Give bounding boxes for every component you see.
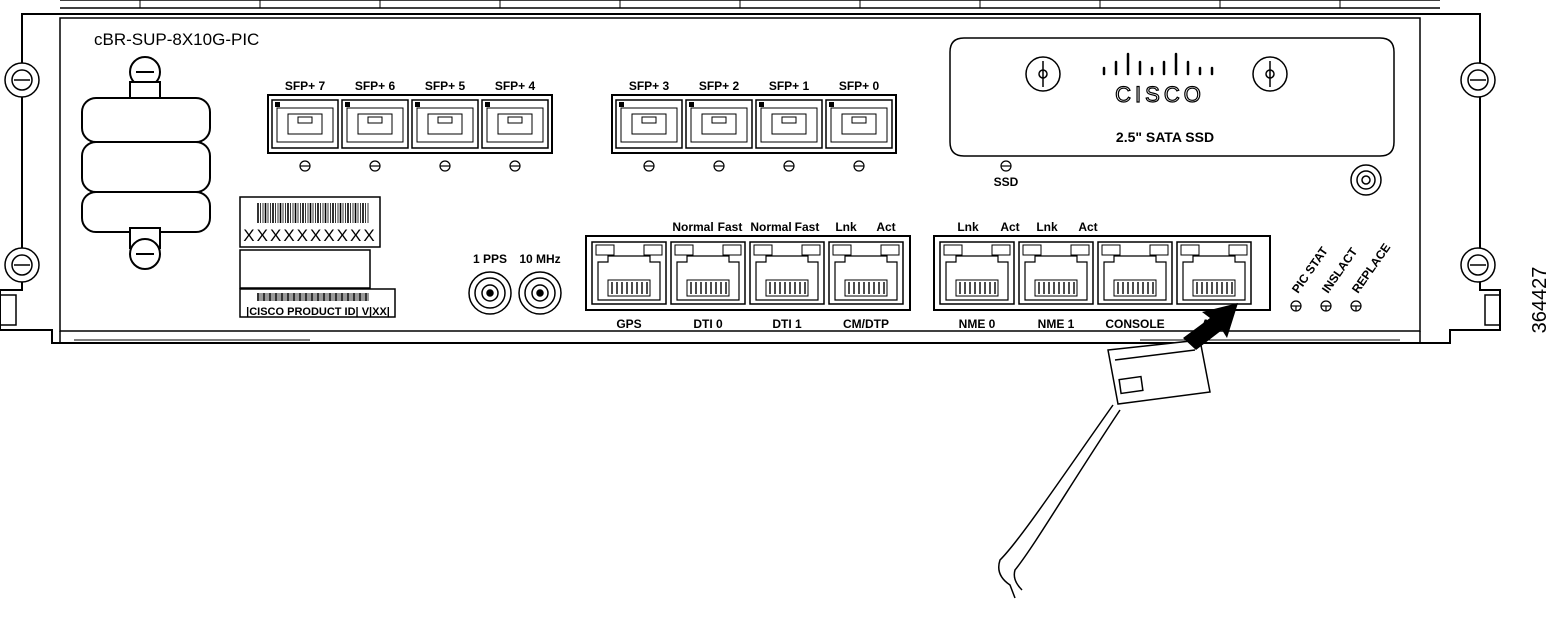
sfp-port-label: SFP+ 3 bbox=[629, 79, 670, 93]
rj45-led-label: Act bbox=[1000, 220, 1019, 234]
sfp-port-label: SFP+ 0 bbox=[839, 79, 880, 93]
sfp-port[interactable] bbox=[825, 99, 893, 149]
sfp-port-label: SFP+ 4 bbox=[495, 79, 536, 93]
ground-stud-icon bbox=[1350, 164, 1382, 196]
serial-number: XXXXXXXXXX bbox=[243, 226, 376, 245]
cisco-brand: CISCO bbox=[1115, 82, 1205, 107]
sfp-port-label: SFP+ 1 bbox=[769, 79, 810, 93]
rj45-port-label: NME 0 bbox=[959, 317, 996, 331]
ssd-led-label: SSD bbox=[994, 175, 1019, 189]
thumbscrew-icon[interactable] bbox=[4, 62, 1496, 283]
sfp-port-label: SFP+ 2 bbox=[699, 79, 740, 93]
rj45-port[interactable] bbox=[939, 241, 1015, 305]
status-led-icon bbox=[1320, 300, 1332, 312]
rj45-port-label: CONSOLE bbox=[1105, 317, 1164, 331]
figure-id: 364427 bbox=[1529, 267, 1551, 334]
rj45-led-label: Fast bbox=[795, 220, 820, 234]
sfp-port[interactable] bbox=[685, 99, 753, 149]
sfp-port[interactable] bbox=[411, 99, 479, 149]
rj45-led-label: Normal bbox=[750, 220, 791, 234]
ssd-bay bbox=[949, 37, 1395, 157]
rj45-led-label: Act bbox=[876, 220, 895, 234]
rj45-port-label: NME 1 bbox=[1038, 317, 1075, 331]
sfp-led-icon bbox=[369, 160, 381, 172]
sfp-led-icon bbox=[299, 160, 311, 172]
rj45-group-left: GPS DTI 0 DTI 1 CM/DTP Normal Fast Normal Fast L… bbox=[585, 220, 911, 331]
rj45-port[interactable] bbox=[670, 241, 746, 305]
barcode-icon bbox=[257, 293, 369, 301]
sfp-led-icon bbox=[783, 160, 795, 172]
rj45-port-label: DTI 0 bbox=[693, 317, 723, 331]
faceplate bbox=[0, 13, 1501, 344]
sfp-led-icon bbox=[439, 160, 451, 172]
ssd-led-icon bbox=[1000, 160, 1012, 172]
mhz-label: 10 MHz bbox=[519, 252, 560, 266]
sfp-port-label: SFP+ 6 bbox=[355, 79, 396, 93]
rj45-led-label: Normal bbox=[672, 220, 713, 234]
insert-arrow-icon bbox=[1183, 303, 1238, 350]
sfp-port-label: SFP+ 5 bbox=[425, 79, 466, 93]
rj45-port-label: CM/DTP bbox=[843, 317, 889, 331]
ssd-label: 2.5" SATA SSD bbox=[1116, 129, 1214, 145]
sfp-port[interactable] bbox=[615, 99, 683, 149]
barcode-icon bbox=[257, 203, 369, 223]
sfp-led-icon bbox=[509, 160, 521, 172]
rj45-port[interactable] bbox=[591, 241, 667, 305]
rj45-led-label: Fast bbox=[718, 220, 743, 234]
console-cable bbox=[998, 339, 1211, 599]
status-led-icon bbox=[1350, 300, 1362, 312]
sfp-port[interactable] bbox=[341, 99, 409, 149]
sfp-cage-right: SFP+ 3 SFP+ 2 SFP+ 1 SFP+ 0 bbox=[611, 79, 897, 172]
top-rail bbox=[60, 0, 1440, 15]
sfp-port-label: SFP+ 7 bbox=[285, 79, 326, 93]
serial-label bbox=[239, 196, 396, 318]
rj45-port[interactable] bbox=[1097, 241, 1173, 305]
product-id: |CISCO PRODUCT ID| V|XX| bbox=[246, 306, 390, 318]
rj45-led-label: Lnk bbox=[957, 220, 979, 234]
sfp-led-icon bbox=[713, 160, 725, 172]
rj45-port-label: GPS bbox=[616, 317, 641, 331]
rj45-port[interactable] bbox=[1018, 241, 1094, 305]
rj45-led-label: Lnk bbox=[835, 220, 857, 234]
cisco-logo-icon bbox=[1102, 52, 1214, 76]
sfp-led-icon bbox=[853, 160, 865, 172]
rj45-port-label: DTI 1 bbox=[772, 317, 802, 331]
rj45-led-label: Lnk bbox=[1036, 220, 1058, 234]
sfp-led-icon bbox=[643, 160, 655, 172]
module-label: cBR-SUP-8X10G-PIC bbox=[94, 30, 259, 49]
rj45-port[interactable] bbox=[1176, 241, 1252, 305]
handle[interactable] bbox=[81, 56, 211, 270]
rj45-port[interactable] bbox=[749, 241, 825, 305]
rj45-port[interactable] bbox=[828, 241, 904, 305]
sfp-port[interactable] bbox=[271, 99, 339, 149]
sfp-port[interactable] bbox=[755, 99, 823, 149]
sfp-cage-left: SFP+ 7 SFP+ 6 SFP+ 5 SFP+ 4 bbox=[267, 79, 553, 172]
bnc-connector-icon[interactable] bbox=[468, 271, 562, 315]
status-led-label: REPLACE bbox=[1349, 241, 1393, 296]
ssd-screw-icon[interactable] bbox=[1025, 56, 1288, 92]
status-led-icon bbox=[1290, 300, 1302, 312]
side-latch-icon bbox=[0, 294, 1500, 326]
rj45-led-label: Act bbox=[1078, 220, 1097, 234]
pps-label: 1 PPS bbox=[473, 252, 507, 266]
sfp-port[interactable] bbox=[481, 99, 549, 149]
